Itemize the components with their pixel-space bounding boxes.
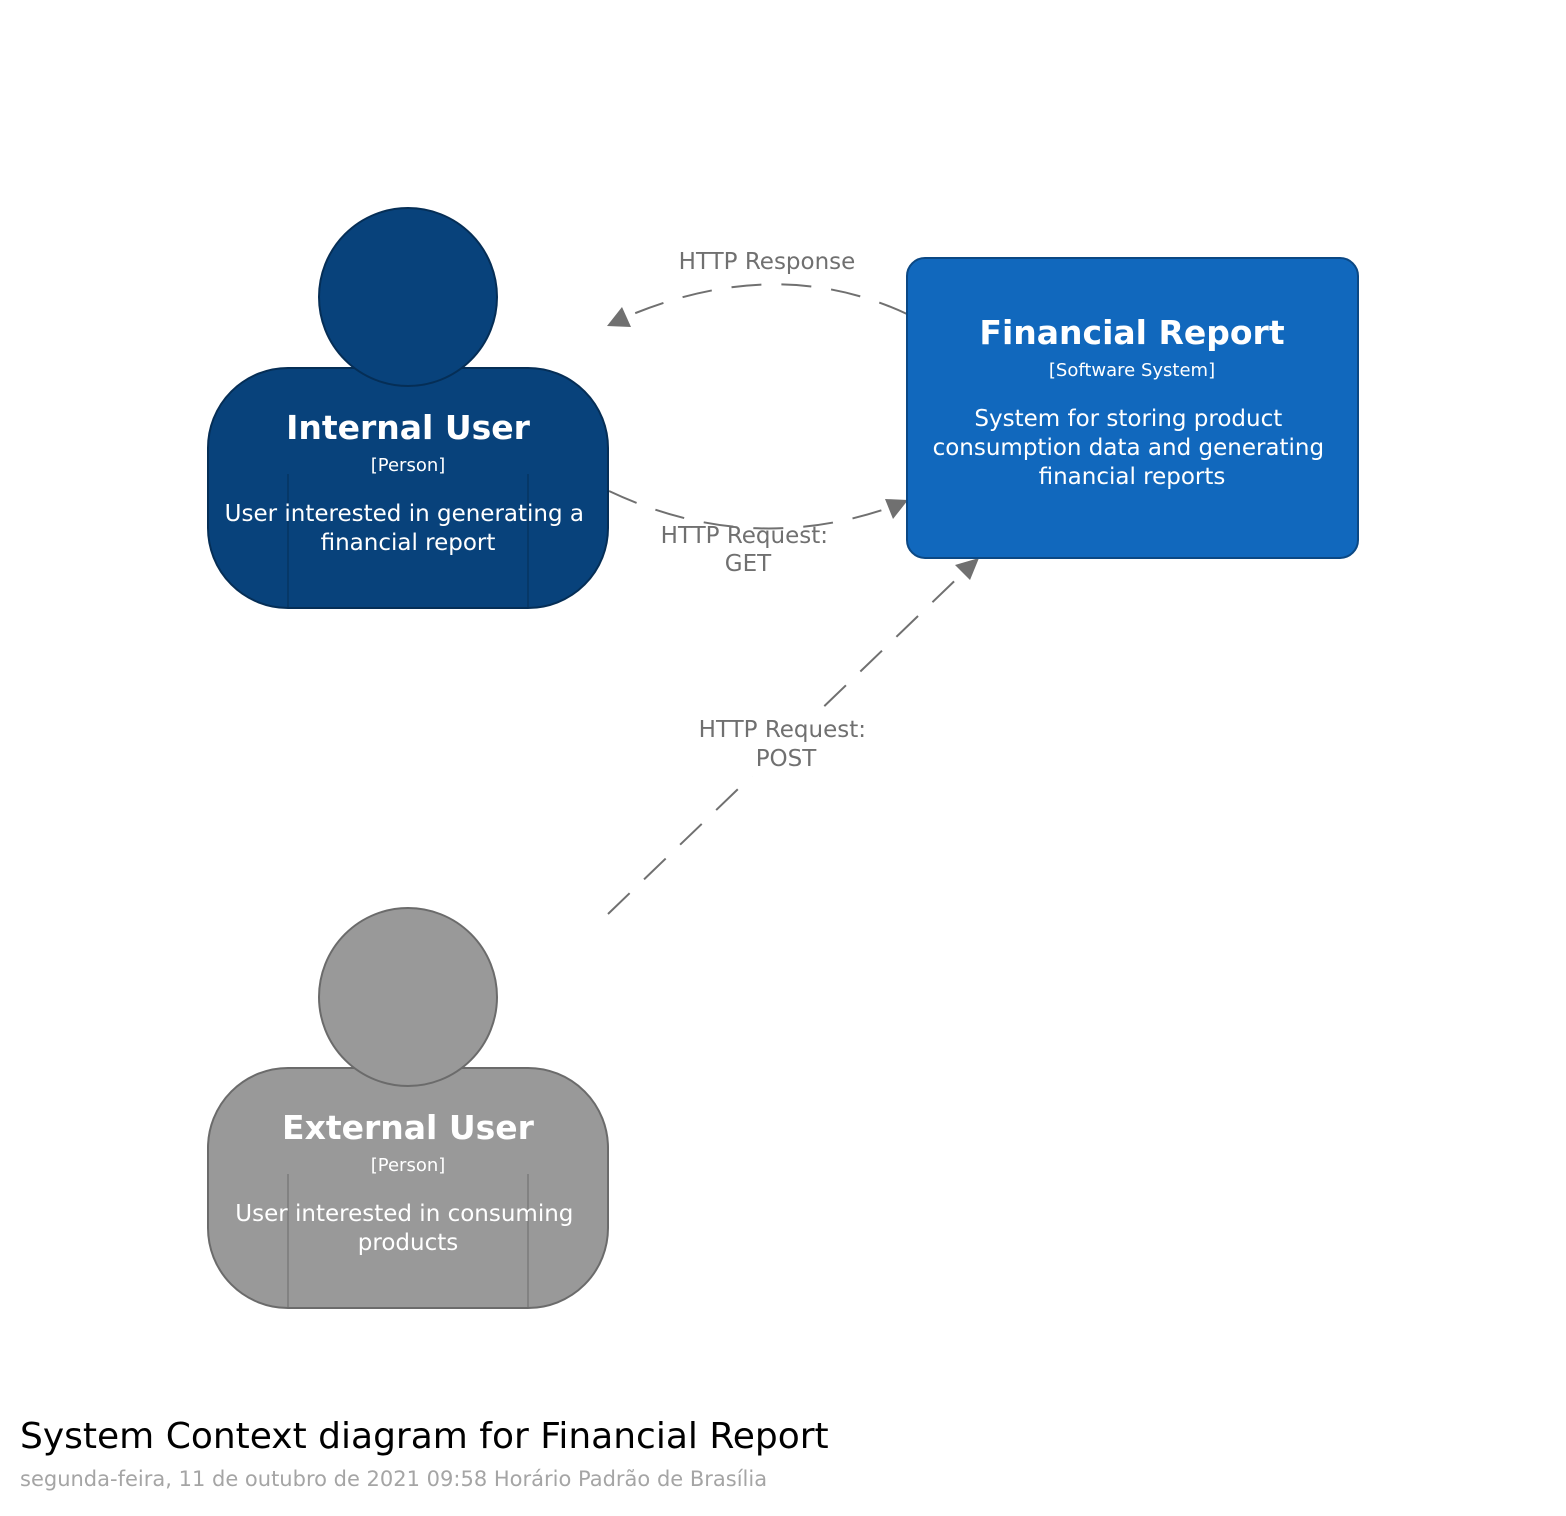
internal-user-head bbox=[318, 207, 498, 387]
node-external-user[interactable]: External User [Person] User interested i… bbox=[207, 907, 609, 1309]
edge-http-get-arrowhead bbox=[885, 499, 908, 519]
internal-user-body bbox=[207, 367, 609, 609]
edge-http-post-line bbox=[607, 567, 969, 915]
edge-http-response[interactable]: HTTP Response bbox=[607, 249, 908, 327]
internal-user-description: User interested in generating a financia… bbox=[225, 501, 592, 556]
external-user-type: [Person] bbox=[371, 1155, 446, 1176]
edge-http-response-label: HTTP Response bbox=[679, 249, 856, 275]
internal-user-title: Internal User bbox=[286, 408, 531, 447]
external-user-body bbox=[207, 1067, 609, 1309]
external-user-head bbox=[318, 907, 498, 1087]
external-user-description: User interested in consuming products bbox=[235, 1201, 580, 1256]
internal-user-type: [Person] bbox=[371, 455, 446, 476]
edge-http-get-line bbox=[608, 490, 906, 530]
financial-report-box bbox=[906, 257, 1359, 559]
diagram-title: System Context diagram for Financial Rep… bbox=[20, 1416, 829, 1457]
edge-http-get-label: HTTP Request: GET bbox=[661, 523, 836, 577]
diagram-timestamp: segunda-feira, 11 de outubro de 2021 09:… bbox=[20, 1467, 768, 1491]
edge-http-response-line bbox=[609, 283, 908, 325]
financial-report-title: Financial Report bbox=[979, 313, 1284, 352]
edge-http-response-arrowhead bbox=[607, 307, 631, 327]
external-user-title: External User bbox=[282, 1108, 535, 1147]
edge-http-post-label: HTTP Request: POST bbox=[699, 717, 874, 772]
edge-http-post-label-bg bbox=[700, 710, 872, 776]
edge-http-post-arrowhead bbox=[955, 558, 979, 580]
financial-report-type: [Software System] bbox=[1049, 360, 1215, 381]
node-internal-user[interactable]: Internal User [Person] User interested i… bbox=[207, 207, 609, 609]
financial-report-description: System for storing product consumption d… bbox=[933, 406, 1332, 490]
edge-http-get[interactable]: HTTP Request: GET bbox=[608, 490, 908, 577]
edge-http-post[interactable]: HTTP Request: POST bbox=[607, 558, 979, 915]
node-financial-report[interactable]: Financial Report [Software System] Syste… bbox=[906, 257, 1359, 559]
